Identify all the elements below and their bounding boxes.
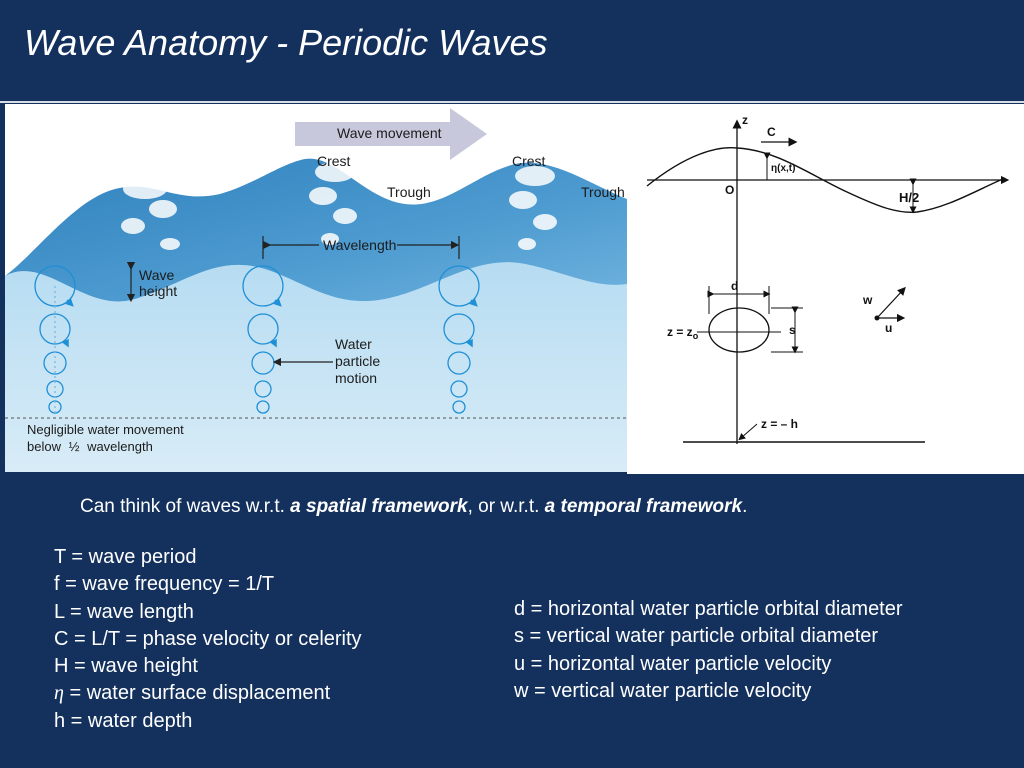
definition-item: h = water depth: [54, 709, 193, 732]
trough-label-1: Trough: [387, 184, 431, 200]
definition-item: u = horizontal water particle velocity: [514, 652, 832, 675]
wave-movement-label: Wave movement: [337, 125, 442, 141]
z-axis-label: z: [742, 113, 748, 127]
definition-item: d = horizontal water particle orbital di…: [514, 598, 903, 620]
intro-middle: , or w.r.t.: [467, 496, 545, 517]
wave-coordinate-diagram-svg: z C η(x,t) O H/2 d s z = zo w u: [646, 113, 1010, 444]
orbit-column-3: [438, 265, 480, 414]
intro-sentence: Can think of waves w.r.t. a spatial fram…: [80, 496, 747, 518]
particle-label-3: motion: [335, 370, 377, 386]
bottom-label: z = – h: [761, 417, 798, 431]
wave-illustration: Wave movement Crest Crest Trough Trough …: [5, 104, 627, 472]
definition-item: C = L/T = phase velocity or celerity: [54, 627, 362, 650]
wave-illustration-svg: Wave movement Crest Crest Trough Trough …: [5, 108, 627, 472]
wave-movement-arrow: [295, 108, 487, 160]
trough-label-2: Trough: [581, 184, 625, 200]
eta-symbol: η: [54, 682, 64, 705]
intro-prefix: Can think of waves w.r.t.: [80, 496, 291, 517]
d-label: d: [731, 279, 738, 293]
wavelength-label: Wavelength: [323, 237, 396, 253]
particle-label-2: particle: [335, 353, 380, 369]
definition-item: T = wave period: [54, 546, 197, 568]
definition-item: f = wave frequency = 1/T: [54, 573, 275, 596]
velocity-vector: [876, 286, 906, 319]
negligible-label-2: below ½ wavelength: [27, 439, 153, 454]
orbit-column-1: [34, 265, 76, 416]
negligible-fraction: ½: [69, 439, 80, 454]
celerity-label: C: [767, 125, 776, 139]
z0-label-sub: o: [693, 331, 699, 341]
intro-suffix: .: [742, 496, 748, 517]
title-divider: [0, 101, 1024, 103]
wave-coordinate-diagram: z C η(x,t) O H/2 d s z = zo w u: [627, 104, 1024, 474]
intro-spatial: a spatial framework: [290, 496, 468, 517]
eta-text: = water surface displacement: [63, 682, 331, 705]
definition-item: L = wave length: [54, 600, 194, 623]
s-label: s: [789, 323, 796, 337]
velocity-origin: [874, 315, 880, 321]
wave-profile: [646, 147, 1006, 214]
particle-orbit: [708, 307, 770, 353]
negligible-suffix: wavelength: [86, 439, 153, 454]
w-label: w: [862, 293, 873, 307]
wave-height-label-2: height: [139, 283, 177, 299]
eta-label: η(x,t): [771, 163, 795, 174]
definition-item-eta: η = water surface displacement: [54, 680, 362, 707]
definition-item: H = wave height: [54, 655, 198, 678]
negligible-label-1: Negligible water movement: [27, 422, 184, 437]
water-body: [5, 262, 627, 472]
particle-label-1: Water: [335, 336, 372, 352]
intro-temporal: a temporal framework: [544, 496, 743, 517]
wave-height-label-1: Wave: [139, 267, 174, 283]
definition-item: s = vertical water particle orbital diam…: [514, 625, 879, 648]
z0-label: z = zo: [667, 325, 699, 341]
u-label: u: [885, 321, 892, 335]
definition-item: w = vertical water particle velocity: [514, 679, 812, 702]
definitions-right: d = horizontal water particle orbital di…: [514, 596, 903, 705]
wave-foam: [121, 162, 557, 250]
crest-label-1: Crest: [317, 153, 351, 169]
z0-label-text: z = z: [667, 325, 693, 339]
negligible-prefix: below: [27, 439, 62, 454]
half-height-label: H/2: [899, 190, 919, 205]
slide-title: Wave Anatomy - Periodic Waves: [24, 22, 548, 63]
bottom-pointer: [738, 423, 758, 441]
definitions-left: T = wave period f = wave frequency = 1/T…: [54, 544, 362, 735]
crest-label-2: Crest: [512, 153, 546, 169]
origin-label: O: [725, 183, 734, 197]
